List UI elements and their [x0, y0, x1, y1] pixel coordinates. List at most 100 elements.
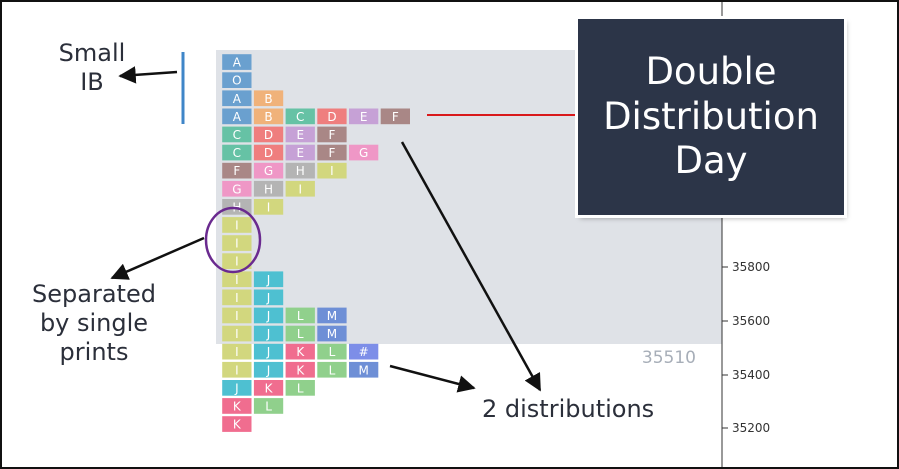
tpo-cell-letter: E: [296, 128, 304, 142]
tpo-cell-box: [285, 361, 315, 378]
tpo-cell: F: [222, 162, 252, 179]
tpo-cell-letter: J: [266, 363, 271, 377]
tpo-cell-box: [317, 361, 347, 378]
tpo-cell: C: [222, 126, 252, 143]
tpo-cell-box: [222, 343, 252, 360]
tpo-cell: M: [349, 361, 379, 378]
price-tick-label: 35600: [732, 314, 770, 328]
tpo-cell-letter: F: [392, 110, 399, 124]
tpo-cell-box: [222, 126, 252, 143]
distribution-arrow-lower: [389, 364, 476, 393]
small-ib-line-1: Small: [58, 39, 126, 67]
tpo-cell-box: [222, 361, 252, 378]
tpo-cell-box: [253, 199, 284, 215]
tpo-cell-letter: O: [232, 74, 241, 88]
tpo-cell-box: [222, 325, 252, 342]
tpo-cell: G: [222, 180, 252, 197]
tpo-cell-box: [253, 126, 284, 143]
tpo-cell: J: [253, 343, 284, 360]
tpo-cell-box: [253, 380, 284, 396]
tpo-cell-letter: D: [264, 128, 273, 142]
tpo-cell: I: [222, 217, 252, 233]
tpo-cell-letter: L: [297, 381, 304, 395]
tpo-cell: I: [222, 271, 252, 288]
distribution-arrow-upper: [400, 141, 542, 392]
tpo-cell-box: [285, 162, 315, 179]
tpo-cell: L: [317, 361, 347, 378]
tpo-cell-box: [253, 108, 284, 125]
tpo-cell-letter: J: [266, 291, 271, 305]
tpo-cell-box: [317, 144, 347, 161]
tpo-cell-box: [222, 289, 252, 306]
separated-line-2: by single: [39, 308, 149, 337]
tpo-cell: F: [380, 108, 410, 125]
tpo-cell: B: [253, 108, 284, 125]
tpo-cell-box: [222, 180, 252, 197]
tpo-cell-box: [222, 307, 252, 324]
tpo-cell-box: [285, 180, 315, 197]
tpo-cell-letter: J: [266, 309, 271, 323]
tpo-cell-box: [285, 380, 315, 396]
tpo-cell-letter: C: [233, 128, 241, 142]
tpo-cell-box: [317, 307, 347, 324]
tpo-cell-letter: H: [264, 182, 273, 196]
tpo-cell: O: [222, 72, 252, 88]
tpo-cell: K: [222, 398, 252, 414]
tpo-cell: D: [253, 144, 284, 161]
tpo-cell-box: [349, 108, 379, 125]
single-prints-circle: [204, 206, 262, 274]
tpo-cell-letter: C: [296, 110, 304, 124]
tpo-cell-letter: M: [327, 327, 337, 341]
double-distribution-callout: Double Distribution Day: [578, 19, 844, 215]
tpo-cell-letter: F: [328, 146, 335, 160]
tpo-cell-box: [222, 54, 252, 70]
price-tick-label: 35800: [732, 260, 770, 274]
callout-line-1: Double: [645, 50, 777, 94]
tpo-cell-letter: I: [267, 200, 271, 214]
tpo-cell: J: [253, 361, 284, 378]
tpo-cell-box: [253, 343, 284, 360]
tpo-cell: D: [253, 126, 284, 143]
tpo-cell-letter: I: [330, 164, 334, 178]
callout-line-3: Day: [674, 139, 748, 183]
tpo-cell-box: [222, 144, 252, 161]
tpo-cell: J: [253, 307, 284, 324]
tpo-cell-box: [285, 325, 315, 342]
tpo-cell-letter: K: [265, 381, 274, 395]
tpo-cell-box: [349, 361, 379, 378]
tpo-cell-letter: L: [297, 309, 304, 323]
tpo-cell: E: [285, 126, 315, 143]
tpo-cell-box: [253, 361, 284, 378]
tpo-cell-letter: K: [296, 363, 305, 377]
tpo-cell: A: [222, 108, 252, 125]
separated-line-3: prints: [59, 337, 129, 366]
tpo-cell-letter: L: [265, 399, 272, 413]
tpo-cell-letter: M: [327, 309, 337, 323]
tpo-cell: J: [253, 289, 284, 306]
tpo-cell-box: [253, 144, 284, 161]
tpo-cell: G: [253, 162, 284, 179]
tpo-cell: #: [349, 343, 379, 360]
small-ib-line-2: IB: [80, 67, 104, 96]
tpo-cell: L: [285, 325, 315, 342]
tpo-cell: H: [285, 162, 315, 179]
tpo-cell-letter: L: [329, 363, 336, 377]
tpo-cell-box: [222, 108, 252, 125]
tpo-cell-letter: I: [235, 327, 239, 341]
tpo-cell-letter: A: [233, 110, 242, 124]
tpo-cell: D: [317, 108, 347, 125]
tpo-cell-letter: B: [264, 92, 272, 106]
tpo-cell-letter: I: [235, 309, 239, 323]
tpo-cell-letter: G: [232, 182, 241, 196]
tpo-cell: A: [222, 54, 252, 70]
tpo-cell: I: [222, 235, 252, 251]
tpo-cell-letter: D: [327, 110, 336, 124]
tpo-cell: L: [317, 343, 347, 360]
two-distributions-label: 2 distributions: [482, 395, 655, 423]
tpo-cell-box: [222, 90, 252, 107]
tpo-cell-letter: H: [296, 164, 305, 178]
tpo-cell: I: [222, 289, 252, 306]
tpo-cell: L: [285, 307, 315, 324]
tpo-cell-letter: J: [266, 345, 271, 359]
tpo-cell: I: [222, 361, 252, 378]
